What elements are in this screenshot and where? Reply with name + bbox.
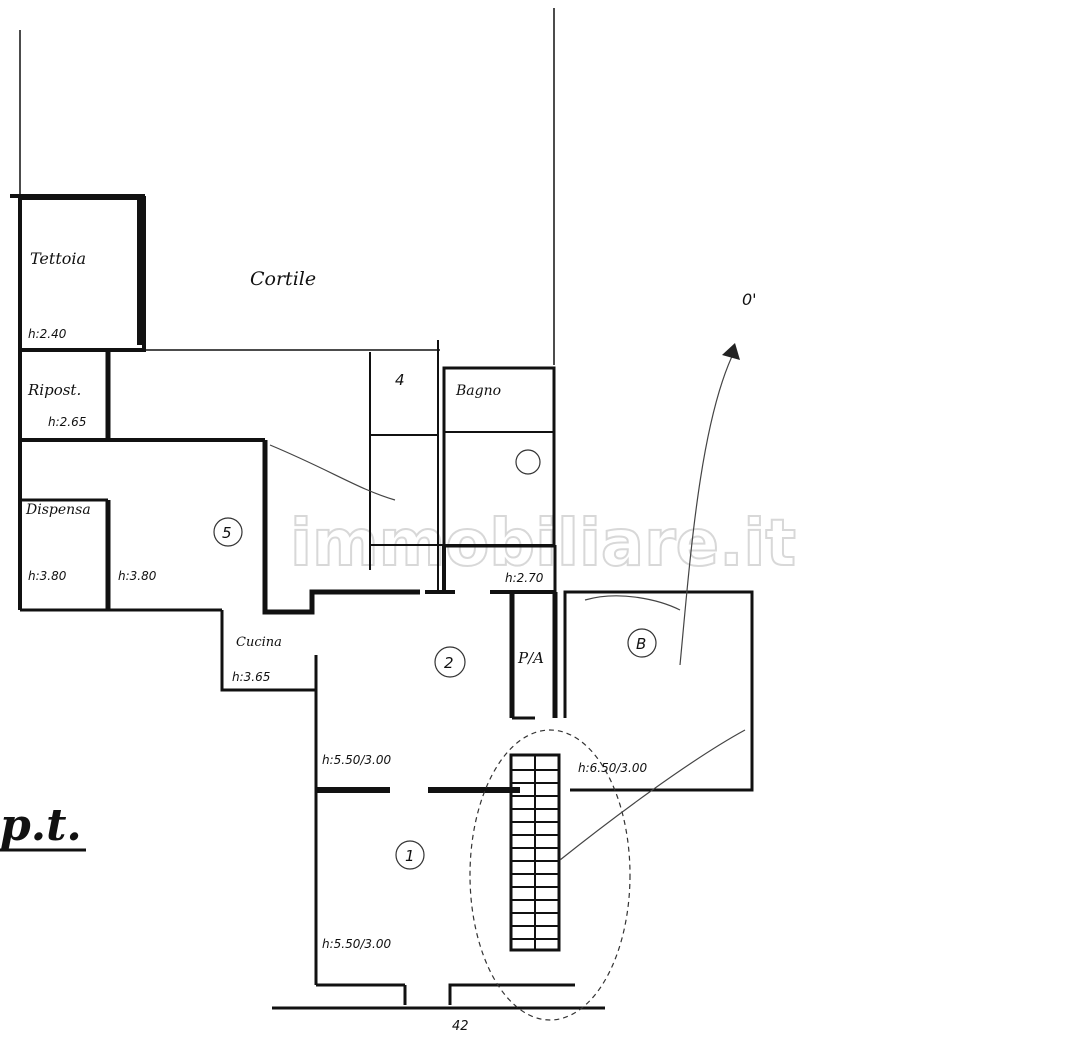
compass-mark: 0' bbox=[742, 290, 757, 309]
bagno-label: Bagno bbox=[455, 383, 501, 399]
room-1-height: h:5.50/3.00 bbox=[322, 937, 391, 951]
ripost-height: h:2.65 bbox=[48, 415, 86, 429]
left-block-walls bbox=[18, 350, 265, 612]
room-1-circle bbox=[395, 840, 425, 870]
dimension-label: 42 bbox=[452, 1019, 469, 1034]
floor-label: p.t. bbox=[0, 800, 82, 851]
courtyard-boundary bbox=[19, 8, 555, 365]
kitchen-walls bbox=[220, 440, 420, 790]
room-b-walls bbox=[563, 590, 754, 792]
room-2-circle bbox=[434, 646, 466, 678]
staircase bbox=[509, 753, 561, 952]
tettoia-height: h:2.40 bbox=[28, 327, 67, 341]
pa-label: P/A bbox=[517, 649, 544, 667]
room-1-number: 1 bbox=[405, 847, 415, 865]
cucina-height: h:3.65 bbox=[232, 670, 270, 684]
room-2-height: h:5.50/3.00 bbox=[322, 753, 391, 767]
room-5-number: 5 bbox=[222, 524, 232, 542]
pa-walls bbox=[509, 592, 558, 720]
courtyard-label: Cortile bbox=[250, 268, 316, 290]
bagno-number: 4 bbox=[395, 371, 405, 389]
room-1-walls bbox=[272, 790, 605, 1010]
room-5-height: h:3.80 bbox=[118, 569, 157, 583]
dispensa-height: h:3.80 bbox=[28, 569, 67, 583]
room-5-circle bbox=[213, 517, 243, 547]
bagno-height: h:2.70 bbox=[505, 571, 544, 585]
room-b-number: B bbox=[636, 635, 646, 653]
dispensa-label: Dispensa bbox=[25, 502, 91, 518]
pencil-annotations bbox=[269, 349, 746, 861]
stair-circle-annotation bbox=[469, 729, 631, 1021]
room-b-circle bbox=[627, 628, 657, 658]
bagno-circle bbox=[515, 449, 541, 475]
tettoia-label: Tettoia bbox=[30, 249, 86, 268]
bagno-walls bbox=[442, 366, 557, 592]
room-2-number: 2 bbox=[444, 654, 454, 672]
arrow-icon bbox=[722, 343, 740, 360]
ripost-label: Ripost. bbox=[27, 381, 81, 399]
cucina-label: Cucina bbox=[236, 635, 282, 650]
room-2-walls bbox=[316, 590, 555, 793]
room-b-height: h:6.50/3.00 bbox=[578, 761, 647, 775]
tettoia-walls bbox=[10, 194, 146, 352]
